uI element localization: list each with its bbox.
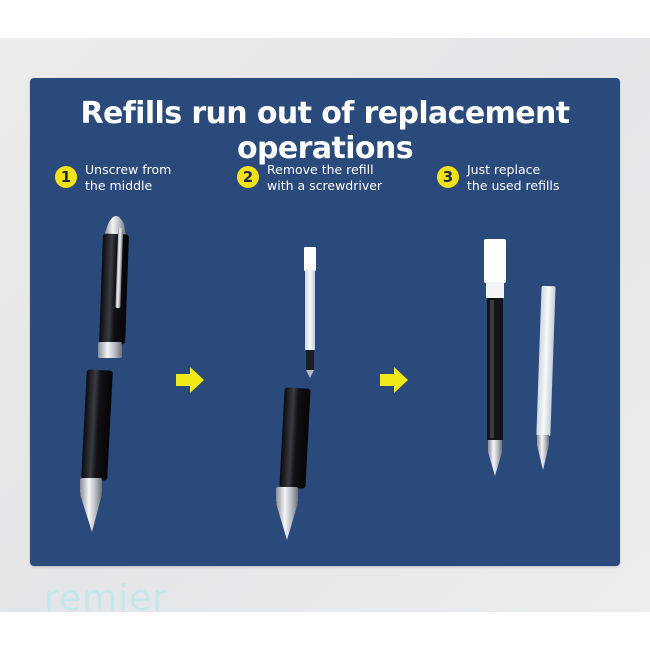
watermark-text: remier <box>44 578 169 619</box>
step-3: 3 Just replace the used refills <box>437 162 559 194</box>
step-3-text: Just replace the used refills <box>467 162 559 194</box>
step-1-line-1: Unscrew from <box>85 162 172 177</box>
refill-icon <box>304 247 316 378</box>
right-arrow-icon <box>380 367 408 393</box>
step-2-line-1: Remove the refill <box>267 162 374 177</box>
page-title: Refills run out of replacement operation… <box>80 96 570 166</box>
pen-bottom-half-icon <box>80 369 113 532</box>
bottom-white-band <box>0 612 650 650</box>
step-1-text: Unscrew from the middle <box>85 162 171 194</box>
step-3-line-1: Just replace <box>467 162 541 177</box>
step-3-number-badge: 3 <box>437 166 459 188</box>
right-arrow-icon <box>176 367 204 393</box>
pen-lower-body-icon <box>276 387 311 540</box>
used-refill-icon <box>484 239 506 476</box>
step-2: 2 Remove the refill with a screwdriver <box>237 162 382 194</box>
step-2-line-2: with a screwdriver <box>267 178 383 193</box>
top-white-band <box>0 0 650 38</box>
step-2-text: Remove the refill with a screwdriver <box>267 162 382 194</box>
step-2-number-badge: 2 <box>237 166 259 188</box>
step-1-number-badge: 1 <box>55 166 77 188</box>
step-1-line-2: the middle <box>85 178 153 193</box>
new-refill-icon <box>536 285 556 470</box>
instruction-panel <box>30 78 620 566</box>
pen-top-half-icon <box>98 216 129 358</box>
step-1: 1 Unscrew from the middle <box>55 162 171 194</box>
step-3-line-2: the used refills <box>467 178 560 193</box>
